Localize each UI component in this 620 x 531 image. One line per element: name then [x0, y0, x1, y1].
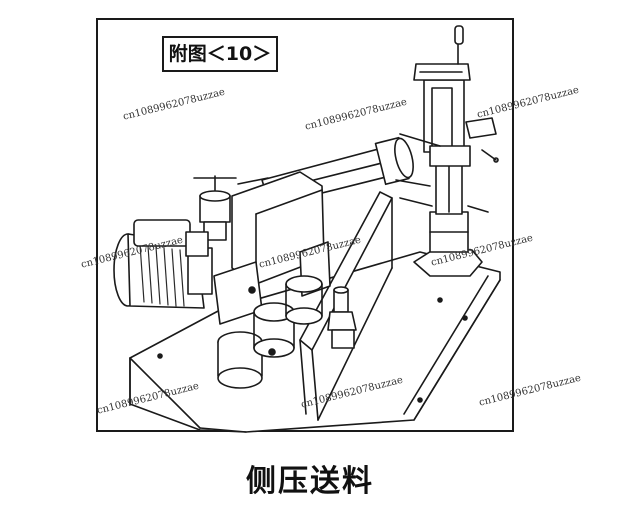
height-knob	[193, 175, 269, 241]
fence	[299, 191, 393, 421]
cutter-spindle	[327, 286, 357, 349]
feed-rollers	[217, 275, 323, 389]
figure-label: 附图＜10＞	[162, 36, 278, 72]
support-column	[399, 25, 499, 277]
figure-caption: 侧压送料	[246, 464, 374, 499]
motor	[113, 219, 213, 309]
